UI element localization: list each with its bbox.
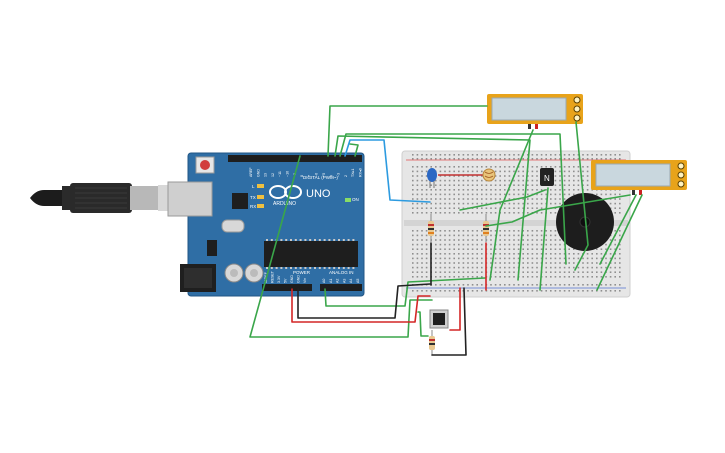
resistor-2[interactable]	[483, 214, 489, 242]
pin-label: A2	[336, 279, 340, 283]
green-wire-12	[596, 194, 643, 291]
power-label: POWER	[293, 270, 311, 275]
pin-label: 7	[307, 175, 311, 177]
pin-label: 5V	[284, 278, 288, 283]
pin-label: RX◂0	[359, 168, 363, 177]
pin-label: GND	[290, 275, 294, 283]
green-wire-3	[334, 135, 531, 281]
usb-cable[interactable]	[30, 183, 172, 213]
green-wire-6	[324, 277, 486, 307]
photoresistor[interactable]	[438, 168, 496, 182]
transistor-label: N	[544, 174, 550, 183]
analog-in-label: ANALOG IN	[329, 270, 354, 275]
l-label: L	[252, 184, 255, 189]
pin-label: AREF	[249, 167, 253, 177]
digital-pwm-label: DIGITAL (PWM~)	[303, 175, 338, 180]
resistor-1[interactable]	[428, 214, 434, 242]
model-label: UNO	[306, 188, 331, 200]
green-wire-2	[339, 133, 567, 265]
pin-label: ~11	[278, 171, 282, 177]
pin-label: A5	[356, 279, 360, 283]
red-wire-3	[449, 287, 461, 331]
pin-label: A0	[322, 279, 326, 283]
red-wire-1	[291, 288, 431, 323]
pin-label: 4	[329, 175, 333, 177]
pin-label: A1	[329, 279, 333, 283]
wires[interactable]	[249, 105, 643, 356]
green-wire-4	[349, 143, 359, 157]
reset-button[interactable]	[195, 156, 215, 174]
black-wire-3	[431, 287, 467, 356]
blue-wire	[344, 139, 431, 203]
pin-label: RESET	[271, 270, 275, 283]
resistor-3[interactable]	[429, 330, 435, 355]
pin-label: ~5	[322, 173, 326, 177]
tx-label: TX	[250, 195, 256, 200]
green-wire-7	[417, 311, 429, 337]
pin-label: ~3	[337, 173, 341, 177]
pin-label: ~10	[286, 171, 290, 177]
arduino-logo	[269, 185, 302, 199]
green-wire-1	[327, 105, 488, 157]
pin-label: TX▸1	[351, 169, 355, 177]
green-wire-10	[574, 121, 589, 271]
lcd-display-2[interactable]	[591, 160, 687, 195]
pin-label: 2	[344, 175, 348, 177]
rx-label: RX	[250, 204, 256, 209]
pin-label: GND	[256, 169, 260, 177]
pin-label: GND	[297, 275, 301, 283]
brand-label: ARDUINO	[273, 201, 296, 207]
pin-label: ~6	[315, 173, 319, 177]
black-wire-1	[297, 283, 431, 319]
pin-label: 13	[264, 173, 268, 177]
lcd-display-1[interactable]	[487, 94, 583, 129]
pushbutton[interactable]	[429, 309, 449, 329]
arduino-uno-board[interactable]: ARDUINO UNO DIGITAL (PWM~) ON L TX RX PO…	[167, 152, 365, 297]
green-wire-13	[485, 194, 631, 227]
green-wire-8	[489, 129, 534, 281]
pin-label: A3	[342, 279, 346, 283]
led[interactable]	[427, 168, 437, 188]
pin-label: 8	[300, 175, 304, 177]
green-wire-9	[539, 187, 549, 291]
green-wire-11	[599, 194, 637, 265]
pin-label: 3.3V	[277, 275, 281, 283]
pin-label: 12	[271, 173, 275, 177]
green-wire-14	[459, 189, 546, 211]
pin-label: Vin	[303, 278, 307, 283]
pin-label: A4	[349, 279, 353, 283]
npn-transistor[interactable]: N	[540, 168, 554, 186]
on-label: ON	[352, 197, 359, 202]
